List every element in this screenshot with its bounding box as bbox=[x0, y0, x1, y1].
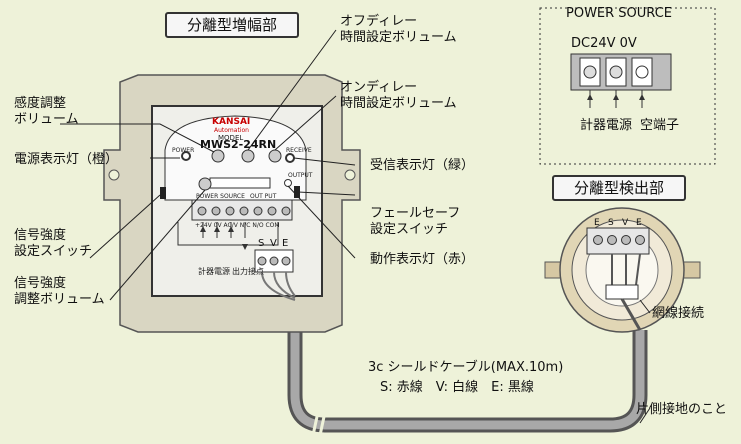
sensitivity-label-1: 感度調整 bbox=[14, 96, 67, 111]
off-delay-knob bbox=[241, 149, 255, 163]
amp-terminal-screws bbox=[197, 206, 291, 216]
panel-power-label: POWER bbox=[172, 147, 195, 154]
receive-lamp bbox=[285, 153, 295, 163]
sensitivity-label-2: ボリューム bbox=[14, 112, 79, 127]
failsafe-label-1: フェールセーフ bbox=[370, 206, 461, 221]
cable-break bbox=[310, 411, 320, 441]
power-source-power-label: 計器電源 bbox=[580, 118, 633, 133]
signal-switch bbox=[160, 187, 166, 199]
operation-lamp bbox=[284, 179, 292, 187]
panel-sve-s: S bbox=[258, 238, 265, 249]
sensor-terminal-v: V bbox=[622, 218, 629, 228]
panel-receive-label: RECEIVE bbox=[286, 147, 312, 154]
sensor-title: 分離型検出部 bbox=[552, 175, 686, 201]
panel-brand: KANSAI bbox=[212, 117, 251, 127]
op-lamp-label: 動作表示灯（赤） bbox=[370, 252, 475, 267]
panel-model: MWS2-24RN bbox=[200, 138, 277, 151]
cable-line-2: S: 赤線 V: 白線 E: 黒線 bbox=[380, 380, 534, 395]
panel-power-source-small: POWER SOURCE bbox=[196, 193, 245, 200]
panel-brand-sub: Automation bbox=[214, 127, 249, 134]
panel-sve-v: V bbox=[270, 238, 277, 249]
receive-lamp-label: 受信表示灯（緑） bbox=[370, 158, 475, 173]
panel-out-put-small: OUT PUT bbox=[250, 193, 277, 200]
power-source-title: POWER SOURCE bbox=[566, 6, 672, 21]
power-source-box bbox=[539, 7, 716, 165]
ground-label: 片側接地のこと bbox=[636, 402, 728, 417]
panel-output-under: 出力接点 bbox=[232, 267, 264, 276]
sensor-terminal-e1: E bbox=[594, 218, 600, 228]
sensor-terminal-e2: E bbox=[636, 218, 642, 228]
panel-terminal-labels: +24V 0V AC/V N/C N/O COM bbox=[195, 222, 280, 229]
off-delay-label-2: 時間設定ボリューム bbox=[340, 30, 457, 45]
sensor-housing bbox=[544, 207, 701, 333]
on-delay-knob bbox=[268, 149, 282, 163]
sensor-terminal-s: S bbox=[608, 218, 614, 228]
power-lamp bbox=[181, 151, 191, 161]
leader-lines bbox=[60, 29, 651, 424]
cable-line-1: 3c シールドケーブル(MAX.10m) bbox=[368, 360, 564, 375]
panel-model-label: MODEL bbox=[218, 134, 244, 142]
failsafe-switch bbox=[294, 186, 300, 198]
amp-title: 分離型増幅部 bbox=[165, 12, 299, 38]
on-delay-label-1: オンディレー bbox=[340, 80, 418, 95]
power-lamp-label: 電源表示灯（橙） bbox=[14, 152, 119, 167]
signal-switch-label-2: 設定スイッチ bbox=[14, 244, 93, 259]
net-connection-label: 網線接続 bbox=[652, 306, 705, 321]
signal-volume-knob bbox=[198, 177, 212, 191]
signal-switch-label-1: 信号強度 bbox=[14, 228, 67, 243]
panel-power-under: 計器電源 bbox=[198, 267, 230, 276]
failsafe-label-2: 設定スイッチ bbox=[370, 222, 449, 237]
panel-output-label: OUTPUT bbox=[288, 172, 313, 179]
sensitivity-knob bbox=[211, 149, 225, 163]
signal-volume-label-2: 調整ボリューム bbox=[14, 292, 105, 307]
on-delay-label-2: 時間設定ボリューム bbox=[340, 96, 457, 111]
off-delay-label-1: オフディレー bbox=[340, 14, 418, 29]
power-source-voltage: DC24V 0V bbox=[571, 36, 637, 51]
amplifier-housing bbox=[103, 74, 361, 333]
power-source-empty-label: 空端子 bbox=[640, 118, 680, 133]
panel-sve-e: E bbox=[282, 238, 289, 249]
signal-volume-label-1: 信号強度 bbox=[14, 276, 67, 291]
